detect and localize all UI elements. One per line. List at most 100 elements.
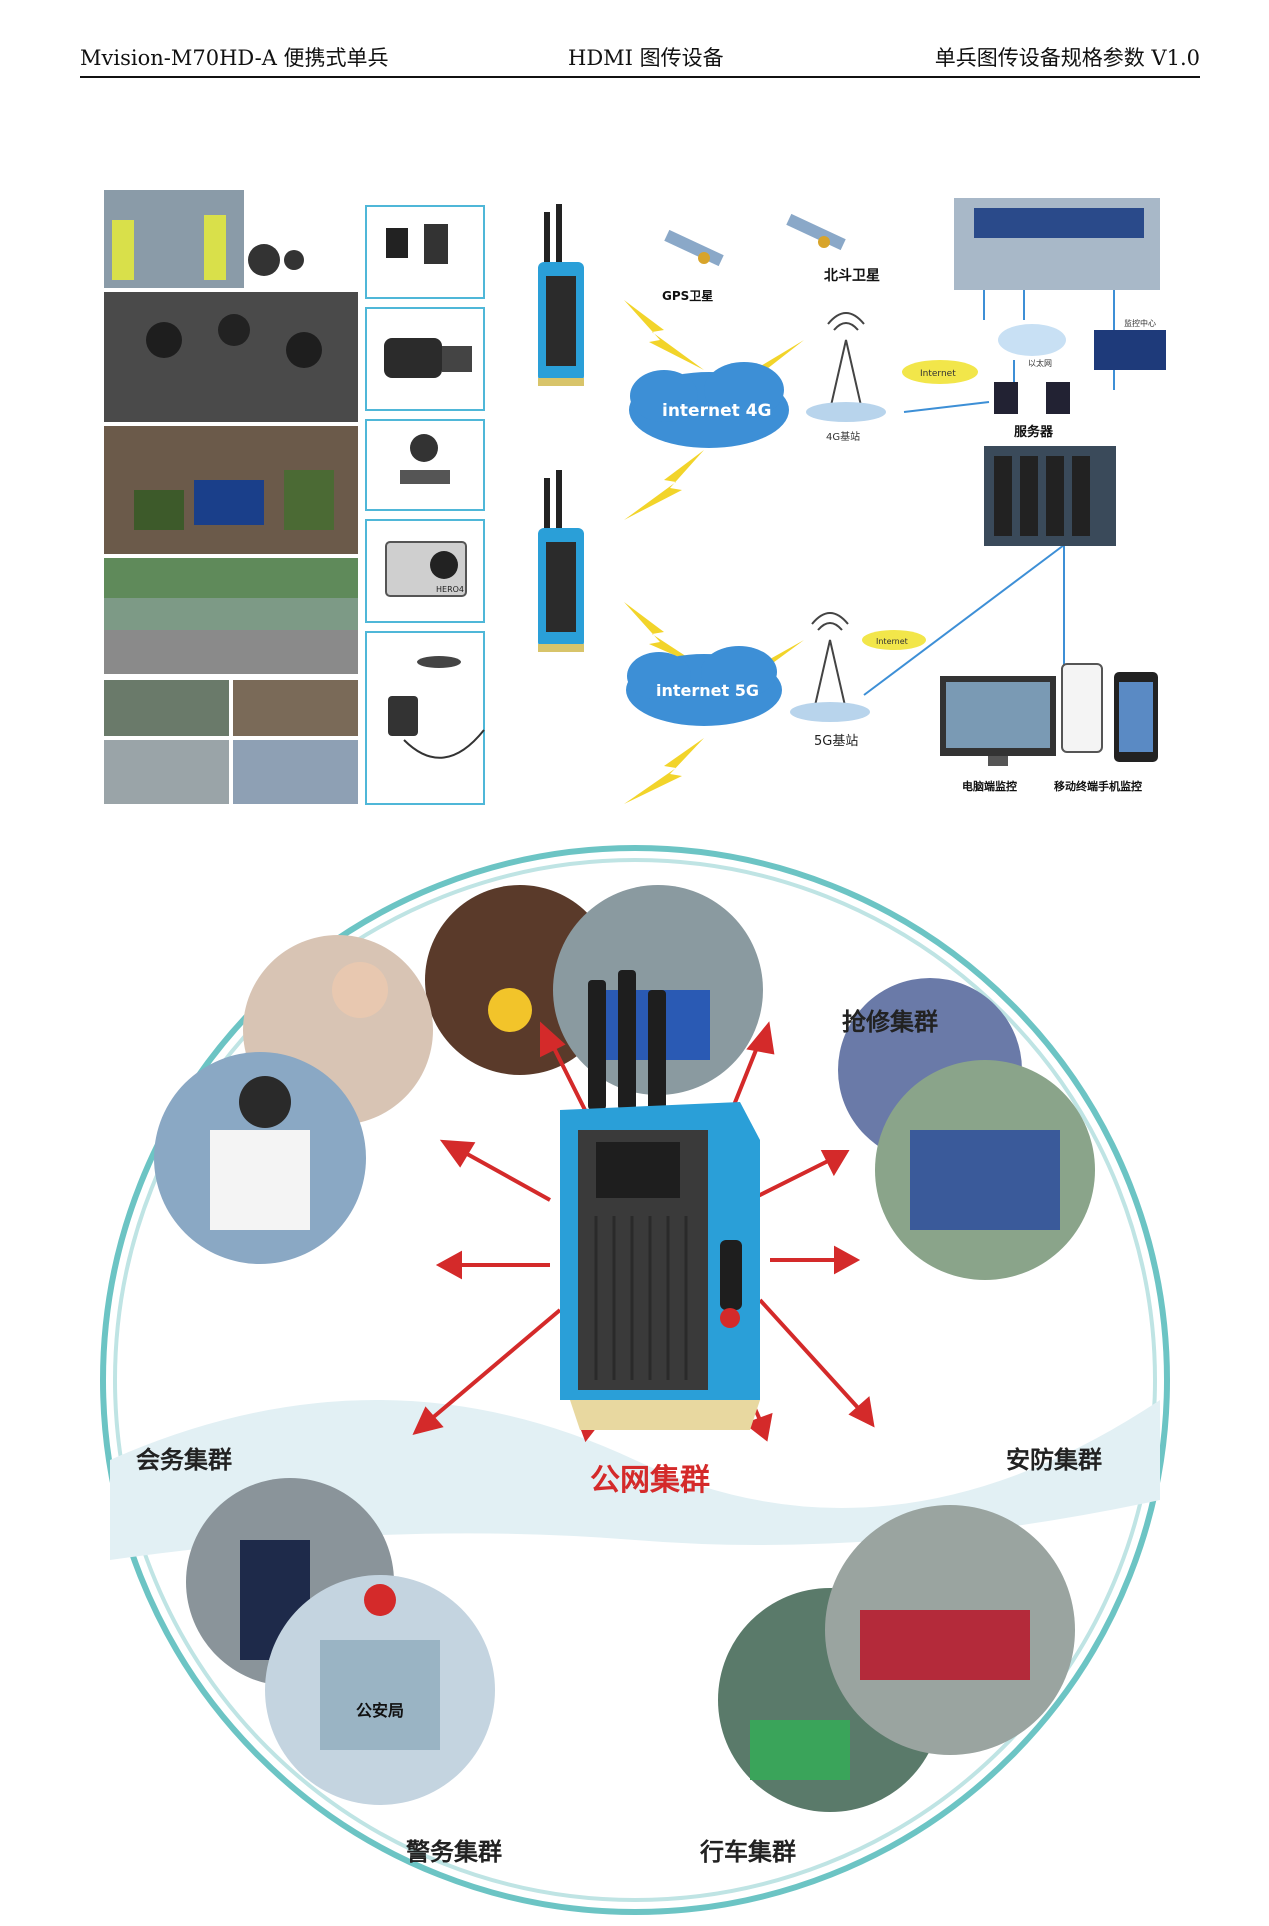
inner-ring [113,858,1157,1902]
header-center-text: HDMI 图传设备 [568,46,724,70]
base-station-5g: 5G基站 [790,612,870,749]
lightning-icon [624,602,704,668]
photo-firefighters [104,740,229,804]
hex-base-shape [806,402,886,422]
wheel-shape [284,250,304,270]
server-icon [1046,382,1070,414]
ethernet-cloud [998,324,1066,356]
cloud-shape [630,370,698,422]
transmitter-4g [538,204,584,386]
building-shape [320,1640,440,1750]
driving-cluster-label: 行车集群 [699,1838,796,1866]
trees-shape [104,558,358,598]
device-side-port [720,1240,742,1310]
ethernet-label: 以太网 [1028,358,1052,368]
lightning-icon [624,300,704,370]
video-wall-monitor [1094,330,1166,370]
device-box-action-camera [365,519,485,623]
hex-base-shape [790,702,870,722]
action-camera-lens-icon [430,551,458,579]
lightning-icon [624,450,704,520]
page-header: Mvision-M70HD-A 便携式单兵 HDMI 图传设备 单兵图传设备规格… [80,38,1200,78]
rack-shape [1046,456,1064,536]
soldier-shape [134,490,184,530]
mobile-monitoring-label: 移动终端手机监控 [1054,779,1142,793]
cluster-application-diagram: 公安局 [100,845,1170,1915]
handheld-terminal-icon [424,224,448,264]
ptz-base-icon [400,470,450,484]
tower-icon [828,339,864,411]
camera-lens-shape [146,322,182,358]
video-wall-shape [974,208,1144,238]
cloud-shape [627,652,691,700]
bodycam-icon [386,228,408,258]
antenna-icon [556,470,562,534]
link-line [863,544,1065,696]
lightning-icon [624,738,704,804]
guards-shape [910,1130,1060,1230]
drone-controller-icon [388,696,418,736]
device-power-button-icon [720,1308,740,1328]
network-topology-diagram: HERO4 GPS卫星 北斗卫星 [104,190,1166,805]
server-icon [994,382,1018,414]
device-box-drone [365,631,485,805]
internet-tag-bottom-label: Internet [876,637,908,646]
soldier-shape [284,470,334,530]
antenna-icon [648,990,666,1110]
input-devices [365,205,485,805]
photo-field-rescue [104,680,229,736]
server-label: 服务器 [1014,424,1054,440]
camera-lens-shape [286,332,322,368]
pc-monitor-stand [988,756,1008,766]
satellite-core-icon [698,252,710,264]
base-5g-label: 5G基站 [814,734,858,749]
base-station-4g: 4G基站 [806,312,886,443]
meeting-cluster-label: 会务集群 [136,1446,232,1474]
ptz-camera-icon [410,434,438,462]
arrow-head-icon [412,1406,444,1435]
server-racks [994,456,1090,536]
device-box-camcorder [365,307,485,411]
link-line [903,401,990,413]
gps-satellite-label: GPS卫星 [662,289,713,303]
photo-drone-scene [233,740,358,804]
action-camera-label: HERO4 [436,585,464,594]
transmitter-panel [546,276,576,366]
transmitter-base [538,644,584,652]
helmet-shape [488,988,532,1032]
center-cluster-label: 公网集群 [590,1463,710,1498]
rack-shape [1072,456,1090,536]
antenna-icon [544,478,550,534]
arrow-head-icon [540,1021,566,1058]
camera-lens-shape [218,314,250,346]
antenna-icon [588,980,606,1110]
device-box-ptz-camera [365,419,485,511]
signal-icon [811,612,849,631]
drone-icon [417,656,461,668]
arrow-head-icon [435,1250,462,1280]
arrow-head-icon [439,1139,476,1168]
satellite-core-icon [818,236,830,248]
internet-tag-top-label: Internet [920,369,956,379]
arrow-head-icon [746,1021,775,1055]
repair-cluster-label: 抢修集群 [842,1008,938,1036]
device-box-bodycam [365,205,485,299]
antenna-icon [618,970,636,1110]
hair-shape [239,1076,291,1128]
rack-shape [1020,456,1038,536]
header-right-text: 单兵图传设备规格参数 V1.0 [934,46,1200,70]
photo-landslide [233,680,358,736]
tower-icon [812,639,848,711]
camcorder-icon [384,338,442,378]
green-taxi-shape [750,1720,850,1780]
cloud-shape [704,362,784,418]
satellite-icon [664,229,724,267]
camcorder-screen-icon [442,346,472,372]
cable-icon [403,729,485,759]
cloud-4g: internet 4G [629,362,789,448]
arrow-line [428,1308,562,1422]
pc-monitoring-label: 电脑端监控 [962,779,1017,793]
shirt-shape [210,1130,310,1230]
cloud-5g-label: internet 5G [656,681,759,700]
security-cluster-label: 安防集群 [1006,1446,1102,1474]
